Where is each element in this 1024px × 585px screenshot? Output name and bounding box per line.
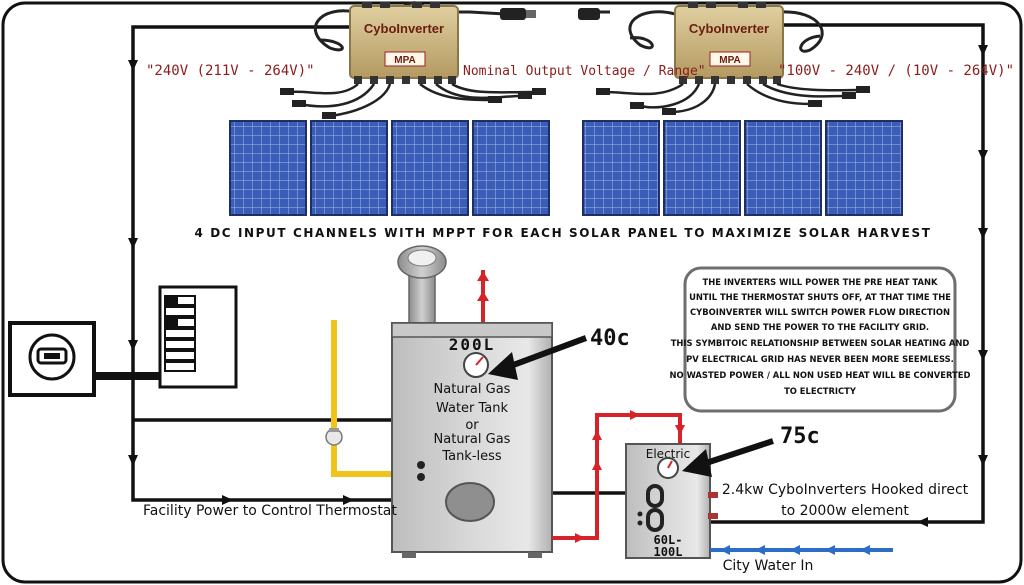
- arrow-bottom-2: [343, 495, 354, 505]
- tank-thermometer-gauge: [463, 352, 489, 378]
- explanation-note-box: THE INVERTERS WILL POWER THE PRE HEAT TA…: [670, 266, 971, 413]
- note-line-2: UNTIL THE THERMOSTAT SHUTS OFF, AT THAT …: [689, 292, 951, 302]
- arrow-right-4: [978, 350, 988, 361]
- left-wire: [131, 25, 395, 502]
- arrow-left-2: [128, 238, 138, 249]
- power-wiring: [131, 23, 985, 524]
- arrow-left-4: [128, 455, 138, 466]
- inverter-left: CyboInverter MPA: [280, 1, 546, 119]
- inverter-left-badge: MPA: [394, 55, 415, 66]
- tank-description: Natural Gas Water Tank or Natural Gas Ta…: [434, 382, 511, 464]
- electric-temp-label: 75c: [780, 424, 820, 449]
- electric-thermometer-gauge: [657, 457, 679, 479]
- tank-burner-port: [445, 482, 495, 522]
- dc-channels-caption: 4 DC INPUT CHANNELS WITH MPPT FOR EACH S…: [194, 226, 931, 240]
- arrow-right-2: [978, 150, 988, 161]
- facility-power-label: Facility Power to Control Thermostat: [143, 503, 397, 519]
- voltage-left-label: "240V (211V - 264V)": [146, 63, 315, 79]
- tank-desc-line-5: Tank-less: [441, 449, 502, 464]
- inverter-right: CyboInverter MPA: [578, 2, 870, 115]
- tank-desc-line-4: Natural Gas: [434, 432, 511, 447]
- chimney: [397, 245, 447, 329]
- solar-panels-right: [582, 120, 903, 216]
- inverter-note-line-1: 2.4kw CyboInverters Hooked direct: [722, 482, 969, 498]
- solar-panel-1: [229, 120, 307, 216]
- arrow-bottom-right: [917, 517, 928, 527]
- tank-temp-label: 40c: [590, 326, 630, 351]
- inverter-left-cables-bottom: [289, 82, 536, 118]
- note-line-4: AND SEND THE POWER TO THE FACILITY GRID.: [711, 322, 929, 332]
- hot-pipe-arrows: [575, 410, 685, 543]
- city-water-label: City Water In: [723, 558, 814, 574]
- inverter-right-cables-top-right: [779, 10, 824, 53]
- note-line-6: PV ELECTRICAL GRID HAS NEVER BEEN MORE S…: [686, 354, 954, 364]
- inverter-right-cables-bottom: [604, 82, 861, 114]
- inverter-right-badge: MPA: [719, 55, 740, 66]
- gas-pipe: [325, 320, 412, 477]
- wire-arrows: [128, 45, 988, 527]
- solar-panel-5: [582, 120, 660, 216]
- solar-panels-left: [229, 120, 550, 216]
- arrow-right-5: [978, 455, 988, 466]
- nominal-output-label: Nominal Output Voltage / Range": [463, 64, 706, 79]
- callout-arrows: [488, 335, 774, 477]
- inverter-right-brand: CyboInverter: [689, 21, 769, 36]
- electric-meter: [8, 321, 160, 397]
- hot-outlet-pipe: [477, 270, 489, 322]
- note-line-5: THIS SYMBITOIC RELATIONSHIP BETWEEN SOLA…: [671, 338, 970, 348]
- solar-panel-6: [663, 120, 741, 216]
- inverter-note-line-2: to 2000w element: [781, 503, 909, 519]
- arrow-left-1: [128, 60, 138, 71]
- tank-volume-label: 200L: [449, 335, 496, 354]
- note-line-1: THE INVERTERS WILL POWER THE PRE HEAT TA…: [703, 277, 938, 287]
- solar-panel-4: [472, 120, 550, 216]
- right-wire: [710, 23, 985, 524]
- tank-desc-line-1: Natural Gas: [434, 382, 511, 397]
- arrow-right-3: [978, 228, 988, 239]
- city-water-pipe: [710, 545, 893, 555]
- arrow-right-1: [978, 45, 988, 56]
- solar-panel-2: [310, 120, 388, 216]
- arrow-bottom-1: [222, 495, 233, 505]
- electric-temp-arrow: [699, 438, 774, 468]
- inverter-left-brand: CyboInverter: [364, 21, 444, 36]
- solar-panel-8: [825, 120, 903, 216]
- electric-tank-label: Electric: [646, 447, 690, 461]
- voltage-right-label: "100V - 240V / (10V - 264V)": [778, 63, 1014, 79]
- tank-desc-line-2: Water Tank: [436, 401, 509, 416]
- tank-temp-arrow: [503, 335, 588, 371]
- electric-volume-line-2: 100L: [654, 545, 683, 559]
- solar-panel-3: [391, 120, 469, 216]
- note-line-3: CYBOINVERTER WILL SWITCH POWER FLOW DIRE…: [690, 307, 950, 317]
- tank-desc-line-3: or: [465, 418, 479, 433]
- breaker-panel: [158, 285, 238, 389]
- electric-volume-line-1: 60L-: [654, 533, 683, 547]
- solar-panel-7: [744, 120, 822, 216]
- electric-element-upper: [646, 484, 664, 508]
- note-line-8: TO ELECTRICTY: [784, 386, 857, 396]
- electric-element-lower: [646, 508, 664, 532]
- note-line-7: NO WASTED POWER / ALL NON USED HEAT WILL…: [670, 370, 971, 380]
- arrow-left-3: [128, 340, 138, 351]
